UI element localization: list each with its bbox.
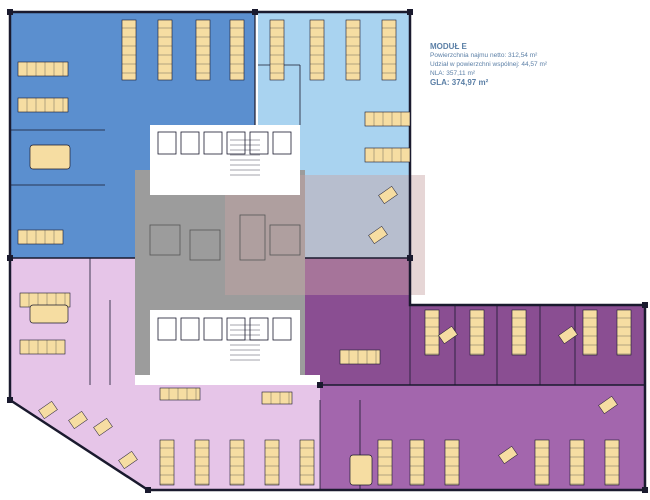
stair-top: [203, 131, 223, 155]
desk-strip: [157, 19, 173, 81]
stair-top: [249, 131, 269, 155]
desk-strip: [194, 439, 210, 486]
desk-strip: [17, 97, 69, 113]
desk-strip: [569, 439, 585, 486]
meeting-desk: [558, 325, 578, 345]
area-legend: MODUŁ E Powierzchnia najmu netto: 312,54…: [430, 42, 645, 87]
desk-strip: [269, 19, 285, 81]
desk-strip: [469, 309, 485, 356]
desk-strip: [534, 439, 550, 486]
desk-strip: [377, 439, 393, 486]
core-details: [7, 9, 648, 493]
legend-row-gla: GLA: 374,97 m²: [430, 78, 489, 87]
desk-strip: [19, 339, 66, 355]
meeting-desk: [93, 417, 113, 437]
meeting-desk: [378, 185, 398, 205]
column: [252, 9, 258, 15]
legend-row-common: Udział w powierzchni wspólnej: 44,57 m²: [430, 61, 548, 68]
desk-strip: [264, 439, 280, 486]
column: [7, 397, 13, 403]
meeting-desk: [38, 400, 58, 420]
meeting-desk: [368, 225, 388, 245]
elevator-shaft: [189, 229, 221, 261]
desk-strip: [444, 439, 460, 486]
column: [642, 302, 648, 308]
desk-strip: [381, 19, 397, 81]
meeting-desk: [68, 410, 88, 430]
core-stairs-top: [150, 125, 300, 195]
outer-walls: [8, 10, 647, 492]
stair-bottom: [272, 317, 292, 341]
zone-purple-lower: [320, 385, 645, 490]
desk-strip: [309, 19, 325, 81]
stair-top: [180, 131, 200, 155]
desk-strip: [261, 391, 293, 405]
conference-table: [29, 144, 71, 170]
stair-bottom: [180, 317, 200, 341]
desk-strip: [511, 309, 527, 356]
zone-blue-west: [10, 12, 255, 258]
column: [7, 255, 13, 261]
column: [407, 255, 413, 261]
desk-strip: [604, 439, 620, 486]
elevator-shaft: [269, 224, 301, 256]
column: [145, 487, 151, 493]
meeting-desk: [498, 445, 518, 465]
desk-strip: [159, 439, 175, 486]
desk-strip: [159, 387, 201, 401]
desk-strip: [345, 19, 361, 81]
elevator-shaft: [239, 214, 266, 261]
desk-strip: [121, 19, 137, 81]
meeting-desk: [118, 450, 138, 470]
desk-strip: [409, 439, 425, 486]
core-stairs-bottom: [150, 310, 300, 380]
meeting-desk: [598, 395, 618, 415]
desk-strip: [582, 309, 598, 356]
legend-row-nla: NLA: 357,11 m²: [430, 70, 476, 77]
desk-strip: [229, 19, 245, 81]
stair-bottom: [203, 317, 223, 341]
meeting-desk: [438, 325, 458, 345]
zone-blue-east: [258, 12, 410, 258]
elevator-shaft: [149, 224, 181, 256]
column: [317, 382, 323, 388]
stair-top: [157, 131, 177, 155]
conference-table: [29, 304, 69, 324]
desk-strip: [17, 229, 64, 245]
desk-strip: [364, 111, 411, 127]
legend-row-net: Powierzchnia najmu netto: 312,54 m²: [430, 52, 538, 59]
desk-strip: [299, 439, 315, 486]
desk-strip: [17, 61, 69, 77]
stair-top: [272, 131, 292, 155]
zone-pink: [10, 258, 320, 490]
desk-strip: [616, 309, 632, 356]
column: [7, 9, 13, 15]
desk-strip: [195, 19, 211, 81]
desk-strip: [339, 349, 381, 365]
desk-strip: [424, 309, 440, 356]
stair-top: [226, 131, 246, 155]
column: [642, 487, 648, 493]
stair-bottom: [157, 317, 177, 341]
conference-table: [349, 454, 373, 486]
desk-strip: [364, 147, 411, 163]
legend-title: MODUŁ E: [430, 42, 467, 51]
desk-clusters: [17, 19, 632, 486]
desk-strip: [229, 439, 245, 486]
column: [407, 9, 413, 15]
